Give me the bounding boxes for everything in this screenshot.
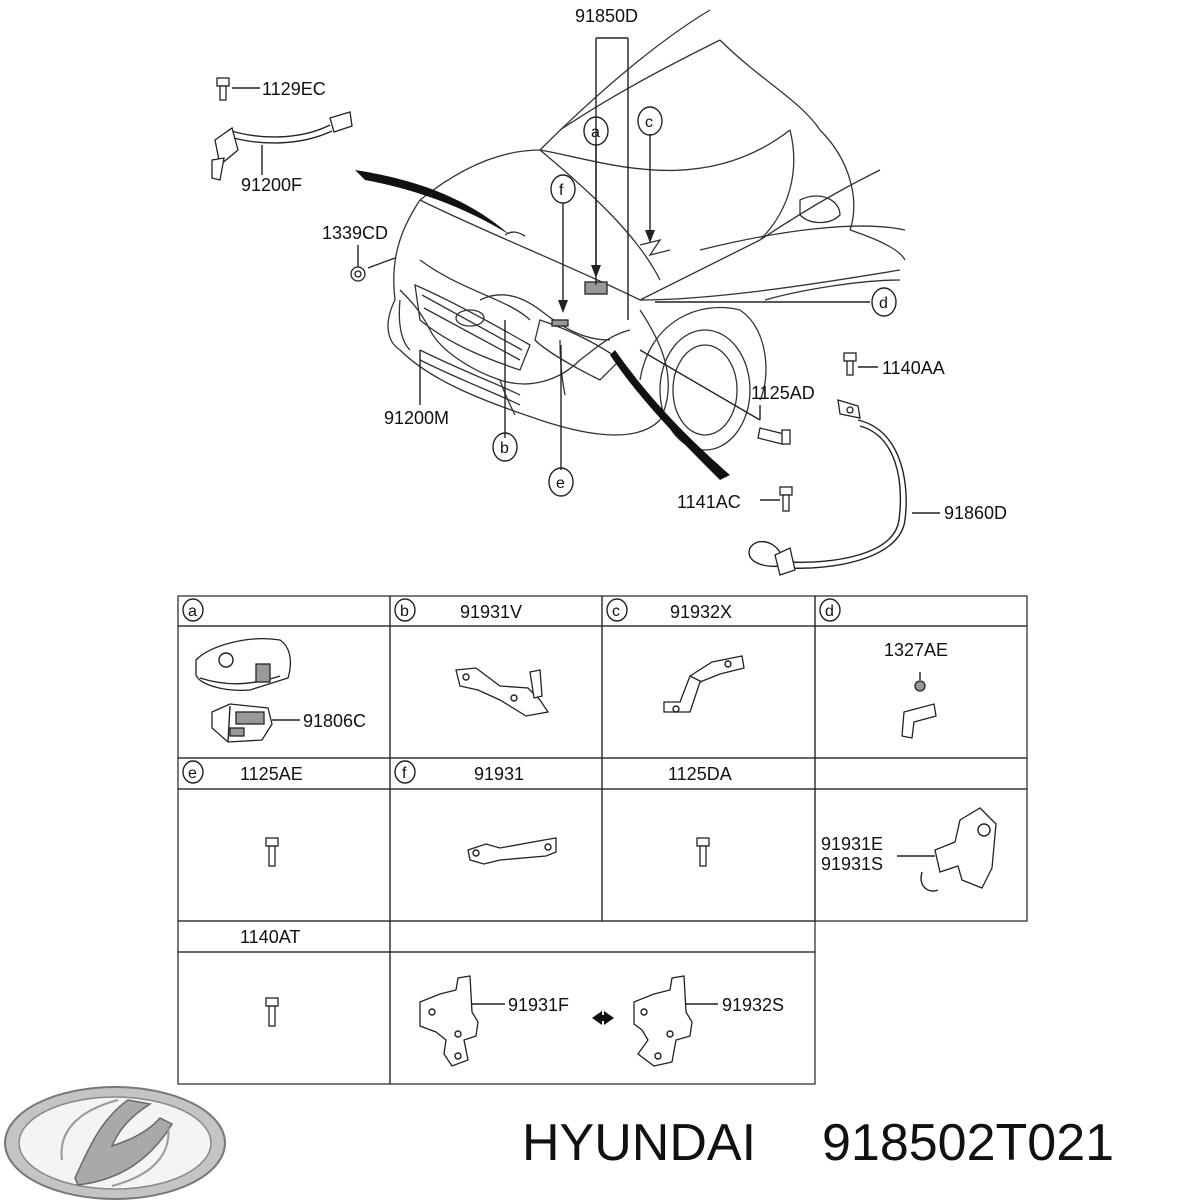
- cell-h-part-2: 91931S: [821, 854, 883, 874]
- footer-part-number: 918502T021: [822, 1114, 1114, 1172]
- callout-91860d: 91860D: [944, 503, 1007, 523]
- callout-1129ec: 1129EC: [262, 79, 326, 99]
- svg-text:c: c: [645, 114, 653, 131]
- svg-text:d: d: [879, 295, 888, 312]
- footer: HYUNDAI 918502T021: [4, 1086, 1114, 1200]
- cell-d-parts: 1327AE: [884, 640, 948, 739]
- cell-f-strap-icon: [467, 837, 557, 865]
- svg-text:d: d: [825, 603, 834, 620]
- marker-c: c: [637, 106, 663, 136]
- cell-d-part: 1327AE: [884, 640, 948, 660]
- fender-shading-stripe: [610, 350, 730, 480]
- svg-text:a: a: [188, 603, 197, 620]
- table-header-b: 91931V: [460, 602, 522, 622]
- footer-brand: HYUNDAI: [522, 1114, 756, 1172]
- marker-e: e: [548, 467, 574, 497]
- table-marker-a: a: [182, 598, 204, 622]
- svg-text:f: f: [402, 765, 407, 782]
- cell-i-bolt-icon: [265, 997, 279, 1027]
- cell-h-part-1: 91931E: [821, 834, 883, 854]
- table-marker-f: f: [394, 760, 416, 784]
- marker-a: a: [583, 116, 609, 146]
- bolt-1141ac-icon: [779, 486, 793, 512]
- parts-table: a b c d e f 91931V 91932X 1125AE 91931 1…: [177, 595, 1028, 1085]
- cable-91860d-icon: [748, 399, 907, 576]
- table-header-g: 1125DA: [668, 764, 732, 784]
- cell-a-part: 91806C: [303, 711, 366, 731]
- cell-h-parts: 91931E 91931S: [821, 807, 997, 892]
- callout-1339cd: 1339CD: [322, 223, 388, 243]
- cell-g-bolt-icon: [696, 837, 710, 867]
- leader-lines: [232, 37, 940, 514]
- hood-shading-stripe: [355, 170, 510, 235]
- double-arrow-icon: [592, 1011, 614, 1025]
- table-marker-c: c: [606, 598, 628, 622]
- cell-e-bolt-icon: [265, 837, 279, 867]
- svg-text:e: e: [556, 475, 565, 492]
- bolt-1129ec-icon: [216, 77, 230, 101]
- callout-91200f: 91200F: [241, 175, 302, 195]
- car-illustration: [355, 9, 906, 480]
- table-header-f: 91931: [474, 764, 524, 784]
- cell-a-parts: 91806C: [195, 638, 366, 743]
- marker-b: b: [492, 432, 518, 462]
- marker-f: f: [550, 174, 576, 204]
- car-markers: a c f d b e: [492, 106, 897, 497]
- svg-text:a: a: [591, 124, 600, 141]
- top-callouts: 91850D 1129EC 91200F 1339CD 91200M 1140A…: [241, 6, 1007, 523]
- top-part-drawings: [211, 77, 907, 576]
- svg-text:b: b: [500, 440, 509, 457]
- callout-1125ad: 1125AD: [751, 383, 815, 403]
- svg-text:e: e: [188, 765, 197, 782]
- table-marker-e: e: [182, 760, 204, 784]
- svg-text:b: b: [400, 603, 409, 620]
- nut-1339cd-icon: [350, 266, 366, 282]
- cell-j-parts: 91931F 91932S: [419, 975, 784, 1067]
- callout-91850d: 91850D: [575, 6, 638, 26]
- callout-1141ac: 1141AC: [677, 492, 741, 512]
- bolt-1140aa-icon: [843, 352, 857, 376]
- table-marker-b: b: [394, 598, 416, 622]
- callout-91200m: 91200M: [384, 408, 449, 428]
- cable-91200f-icon: [211, 111, 353, 181]
- callout-1140aa: 1140AA: [882, 358, 945, 378]
- svg-text:f: f: [559, 182, 564, 199]
- cell-j-part-2: 91932S: [722, 995, 784, 1015]
- table-header-i: 1140AT: [240, 927, 300, 947]
- marker-d: d: [871, 287, 897, 317]
- svg-text:c: c: [612, 603, 620, 620]
- hyundai-logo: [4, 1086, 226, 1200]
- table-header-c: 91932X: [670, 602, 732, 622]
- table-header-e: 1125AE: [240, 764, 303, 784]
- cell-b-bracket-icon: [455, 667, 550, 717]
- table-marker-d: d: [819, 598, 841, 622]
- cell-j-part-1: 91931F: [508, 995, 569, 1015]
- bolt-1125ad-icon: [757, 427, 791, 445]
- cell-c-bracket-icon: [663, 655, 745, 713]
